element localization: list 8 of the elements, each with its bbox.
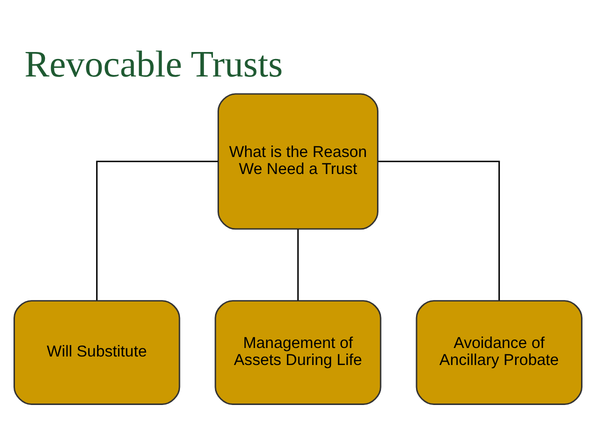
connector	[297, 228, 299, 300]
node-box: Will Substitute	[14, 300, 180, 404]
node-box: What is the Reason We Need a Trust	[218, 92, 378, 230]
connector	[378, 160, 500, 300]
node-box: Management of Assets During Life	[214, 300, 382, 404]
diagram-title: Revocable Trusts	[24, 44, 283, 85]
connector	[96, 160, 218, 300]
node-box: Avoidance of Ancillary Probate	[416, 300, 582, 404]
